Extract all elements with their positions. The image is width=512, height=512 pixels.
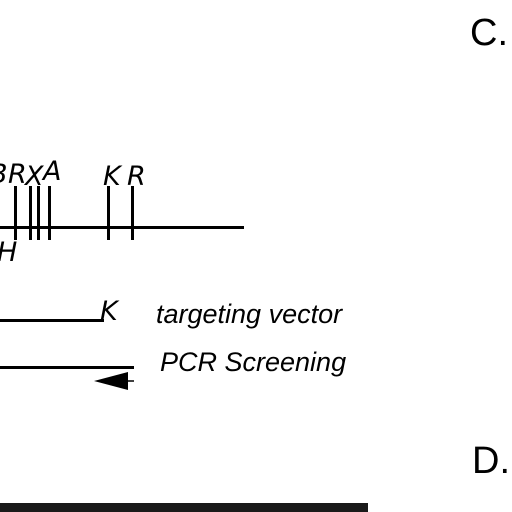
site-label-a: A (43, 156, 62, 187)
panel-label-d: D. (472, 440, 510, 482)
site-label-x: X (25, 161, 44, 192)
pcr-line (0, 366, 134, 369)
locus-line (0, 226, 244, 229)
site-tick (107, 186, 110, 240)
pcr-screening-caption: PCR Screening (160, 347, 347, 377)
vector-line (0, 319, 104, 322)
gel-image (0, 503, 368, 512)
site-label-b: B (0, 161, 8, 188)
site-label-k: K (103, 161, 121, 192)
vector-site-label-k: K (100, 296, 118, 327)
site-tick (37, 186, 40, 240)
site-label-h: H (0, 239, 17, 266)
site-tick (131, 186, 134, 240)
panel-label-c: C. (470, 12, 508, 54)
site-tick (48, 186, 51, 240)
site-tick (14, 186, 17, 240)
site-label-r: R (8, 159, 27, 190)
arrow-left-icon (94, 372, 134, 390)
targeting-vector-caption: targeting vector (156, 299, 343, 329)
site-tick (29, 186, 32, 240)
site-label-r: R (127, 161, 146, 192)
